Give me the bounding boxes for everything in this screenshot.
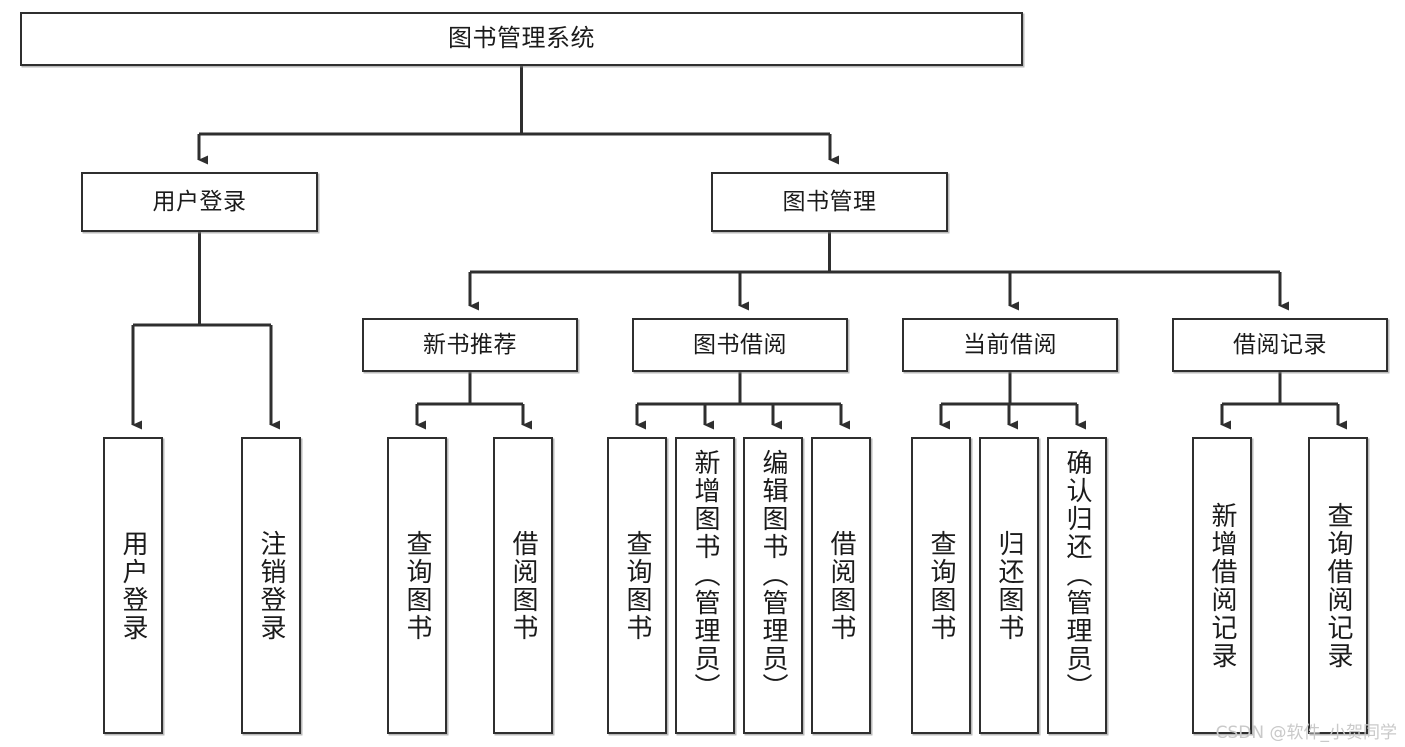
node-leaf-borrow-book-2[interactable]: 借阅图书 [811, 437, 871, 734]
node-leaf-borrow-book-1-label: 借阅图书 [508, 529, 538, 642]
node-leaf-logout-login[interactable]: 注销登录 [241, 437, 301, 734]
csdn-watermark: CSDN @软件_小贺同学 [1215, 723, 1397, 743]
node-user-login[interactable]: 用户登录 [81, 172, 318, 232]
node-borrow-record[interactable]: 借阅记录 [1172, 318, 1388, 372]
node-leaf-borrow-book-2-label: 借阅图书 [826, 529, 856, 642]
node-leaf-confirm-return-label: 确认归还（管理员） [1062, 449, 1092, 701]
node-new-book-recommend[interactable]: 新书推荐 [362, 318, 578, 372]
node-leaf-user-login-label: 用户登录 [118, 529, 148, 642]
node-leaf-logout-login-label: 注销登录 [256, 529, 286, 642]
node-leaf-confirm-return[interactable]: 确认归还（管理员） [1047, 437, 1107, 734]
node-book-manage-label: 图书管理 [782, 188, 877, 215]
node-leaf-edit-book-label: 编辑图书（管理员） [758, 449, 788, 701]
node-book-borrow-label: 图书借阅 [693, 331, 787, 358]
node-leaf-query-book-2[interactable]: 查询图书 [607, 437, 667, 734]
node-book-manage[interactable]: 图书管理 [711, 172, 948, 232]
node-current-borrow-label: 当前借阅 [963, 331, 1057, 358]
node-leaf-return-book-label: 归还图书 [994, 529, 1024, 642]
node-leaf-query-book-3-label: 查询图书 [926, 529, 956, 642]
node-current-borrow[interactable]: 当前借阅 [902, 318, 1118, 372]
node-leaf-edit-book[interactable]: 编辑图书（管理员） [743, 437, 803, 734]
node-leaf-add-book-label: 新增图书（管理员） [690, 449, 720, 701]
node-root-label: 图书管理系统 [448, 24, 595, 53]
node-new-book-recommend-label: 新书推荐 [423, 331, 517, 358]
node-leaf-query-book-1[interactable]: 查询图书 [387, 437, 447, 734]
node-leaf-add-record-label: 新增借阅记录 [1207, 501, 1237, 670]
node-leaf-return-book[interactable]: 归还图书 [979, 437, 1039, 734]
node-leaf-user-login[interactable]: 用户登录 [103, 437, 163, 734]
node-borrow-record-label: 借阅记录 [1233, 331, 1327, 358]
node-leaf-borrow-book-1[interactable]: 借阅图书 [493, 437, 553, 734]
node-leaf-add-book[interactable]: 新增图书（管理员） [675, 437, 735, 734]
node-leaf-query-book-1-label: 查询图书 [402, 529, 432, 642]
node-root[interactable]: 图书管理系统 [20, 12, 1023, 66]
node-leaf-query-book-3[interactable]: 查询图书 [911, 437, 971, 734]
node-user-login-label: 用户登录 [152, 188, 247, 215]
node-book-borrow[interactable]: 图书借阅 [632, 318, 848, 372]
node-leaf-query-book-2-label: 查询图书 [622, 529, 652, 642]
node-leaf-query-record-label: 查询借阅记录 [1323, 501, 1353, 670]
node-leaf-query-record[interactable]: 查询借阅记录 [1308, 437, 1368, 734]
node-leaf-add-record[interactable]: 新增借阅记录 [1192, 437, 1252, 734]
